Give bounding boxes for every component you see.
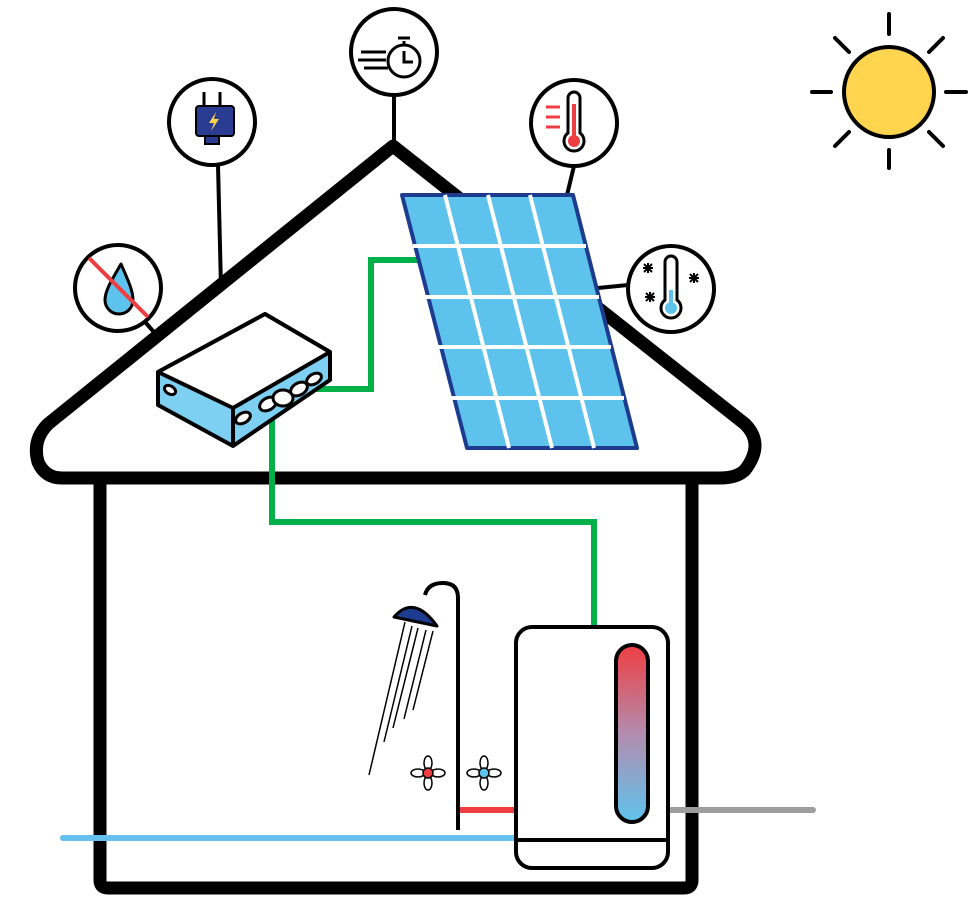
hot-valve (410, 755, 446, 791)
sun-icon (810, 12, 968, 170)
solar-controller-box (156, 312, 332, 448)
cold-valve (466, 755, 502, 791)
shower (368, 580, 460, 830)
solar-panel (400, 193, 639, 450)
water-tank (514, 625, 670, 870)
heat-thermometer-icon (529, 78, 619, 168)
frost-thermometer-icon (626, 244, 716, 334)
no-water-drop-icon (73, 243, 163, 333)
house-walls (93, 478, 699, 895)
power-plug-icon (167, 77, 257, 167)
signal-pipe (269, 257, 597, 627)
tank-temperature-gauge (614, 643, 650, 824)
fast-timer-icon (349, 7, 439, 97)
